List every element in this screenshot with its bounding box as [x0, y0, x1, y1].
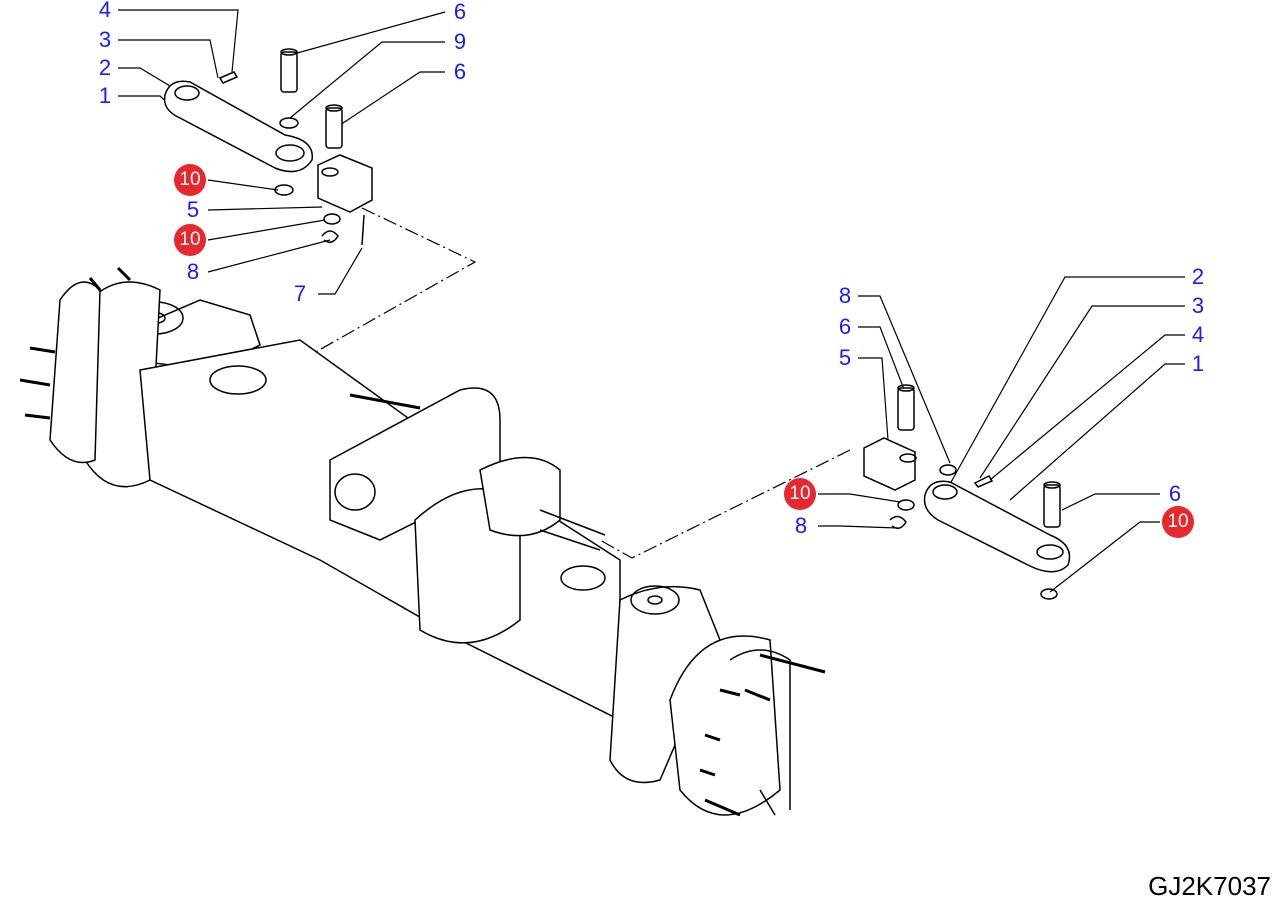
callout-1[interactable]: 1	[1191, 351, 1205, 376]
callout-4[interactable]: 4	[98, 0, 112, 22]
axle-housing	[19, 266, 826, 817]
left-steering-arm	[163, 48, 373, 246]
callout-8[interactable]: 8	[186, 259, 200, 284]
callout-10-highlight[interactable]: 10	[1162, 506, 1194, 538]
callout-6[interactable]: 6	[1168, 481, 1182, 506]
wheel-studs	[19, 266, 826, 817]
callout-6[interactable]: 6	[453, 59, 467, 84]
callout-8[interactable]: 8	[838, 283, 852, 308]
callout-2[interactable]: 2	[98, 55, 112, 80]
callout-6[interactable]: 6	[453, 0, 467, 24]
callout-4[interactable]: 4	[1191, 322, 1205, 347]
callout-10-highlight[interactable]: 10	[174, 164, 206, 196]
callout-8[interactable]: 8	[794, 513, 808, 538]
callout-3[interactable]: 3	[98, 27, 112, 52]
callout-9[interactable]: 9	[453, 29, 467, 54]
callout-6[interactable]: 6	[838, 314, 852, 339]
callout-1[interactable]: 1	[98, 83, 112, 108]
callout-7[interactable]: 7	[293, 281, 307, 306]
callout-5[interactable]: 5	[186, 197, 200, 222]
right-steering-arm	[863, 384, 1071, 600]
callout-10-highlight[interactable]: 10	[784, 478, 816, 510]
callout-5[interactable]: 5	[838, 345, 852, 370]
leader-lines-right	[818, 276, 1185, 593]
callout-3[interactable]: 3	[1191, 293, 1205, 318]
leader-lines-left	[118, 9, 446, 295]
callout-10-highlight[interactable]: 10	[174, 224, 206, 256]
routing-lines	[296, 207, 851, 559]
callout-2[interactable]: 2	[1191, 264, 1205, 289]
drawing-code: GJ2K7037	[1148, 871, 1271, 901]
